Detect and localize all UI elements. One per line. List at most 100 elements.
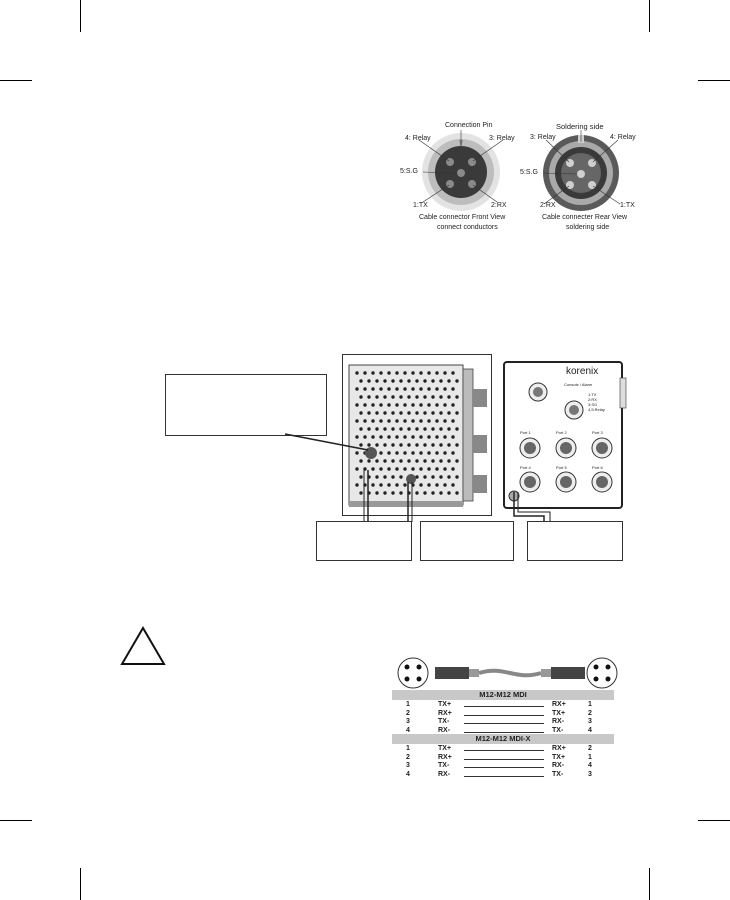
mdix-header: M12-M12 MDI-X [392,734,614,744]
crop-mark [649,868,650,900]
vent-hole [439,475,443,479]
vent-hole [403,403,407,407]
vent-hole [403,387,407,391]
rear-top-label: Soldering side [556,122,604,131]
console-alarm-label: Console / Alarm [564,382,593,387]
vent-hole [423,379,427,383]
vent-hole [411,419,415,423]
vent-hole [371,435,375,439]
vent-hole [435,451,439,455]
vent-hole [439,411,443,415]
vent-hole [403,467,407,471]
vent-hole [355,403,359,407]
table-cell: 4 [588,726,592,734]
port-label: Port 2 [556,430,567,435]
device-front-view: korenix Console / Alarm 1:TX 2:RX 3:SG 4… [500,358,628,510]
vent-hole [395,483,399,487]
vent-hole [359,379,363,383]
pin-legend-item: 3:SG [588,402,598,407]
port-label: Port 3 [592,430,603,435]
vent-hole [391,427,395,431]
vent-hole [439,395,443,399]
vent-hole [447,459,451,463]
vent-hole [395,451,399,455]
vent-hole [435,371,439,375]
vent-hole [359,443,363,447]
rear-caption-line2: soldering side [566,224,610,231]
vent-hole [419,419,423,423]
table-cell: 1 [406,701,410,708]
vent-hole [423,459,427,463]
vent-hole [403,483,407,487]
vent-hole [435,419,439,423]
vent-hole [371,483,375,487]
table-cell: TX+ [438,745,452,752]
front-pin5-label: 5:S.G [400,168,418,175]
vent-hole [379,483,383,487]
crop-mark [0,820,32,821]
rear-pin3-label: 3: Relay [530,134,556,141]
vent-hole [359,427,363,431]
rear-caption-line1: Cable connecter Rear View [542,214,628,221]
vent-hole [411,371,415,375]
vent-hole [391,395,395,399]
vent-hole [435,435,439,439]
vent-hole [455,427,459,431]
vent-hole [431,443,435,447]
crop-mark [80,0,81,32]
vent-hole [411,403,415,407]
vent-hole [367,411,371,415]
vent-hole [407,379,411,383]
wire-line [464,750,544,751]
wire-line [464,714,544,716]
vent-hole [391,379,395,383]
vent-hole [371,467,375,471]
vent-hole [407,395,411,399]
vent-hole [431,475,435,479]
vent-hole [455,379,459,383]
front-pin4-label: 4: Relay [405,135,431,142]
vent-hole [355,483,359,487]
table-cell: 4 [406,726,410,734]
vent-hole [363,435,367,439]
vent-hole [395,403,399,407]
vent-hole [423,395,427,399]
vent-hole [363,371,367,375]
vent-hole [455,443,459,447]
vent-hole [395,435,399,439]
vent-hole [451,371,455,375]
table-cell: 2 [406,709,410,717]
vent-hole [407,411,411,415]
vent-hole [367,395,371,399]
vent-hole [419,451,423,455]
crop-mark [0,80,32,81]
vent-hole [375,459,379,463]
vent-hole [383,379,387,383]
vent-hole [447,427,451,431]
vent-hole [387,467,391,471]
vent-hole [455,491,459,495]
wire-line [464,731,544,733]
vent-hole [427,403,431,407]
vent-hole [371,371,375,375]
connector-rear-view: Soldering side 3: Relay 4: Relay 5:S.G 2… [520,118,646,238]
vent-hole [451,419,455,423]
connector-rear-icon [543,130,621,211]
table-cell: RX+ [438,709,452,717]
port-label: Port 4 [520,465,531,470]
vent-hole [415,427,419,431]
vent-hole [431,379,435,383]
vent-hole [403,451,407,455]
vent-hole [399,475,403,479]
vent-hole [387,371,391,375]
crop-mark [649,0,650,32]
device-front-icon [503,361,627,509]
rear-pin4-label: 4: Relay [610,134,636,141]
vent-hole [399,443,403,447]
vent-hole [415,395,419,399]
vent-hole [379,451,383,455]
vent-hole [415,459,419,463]
vent-hole [367,427,371,431]
vent-hole [443,451,447,455]
vent-hole [363,467,367,471]
